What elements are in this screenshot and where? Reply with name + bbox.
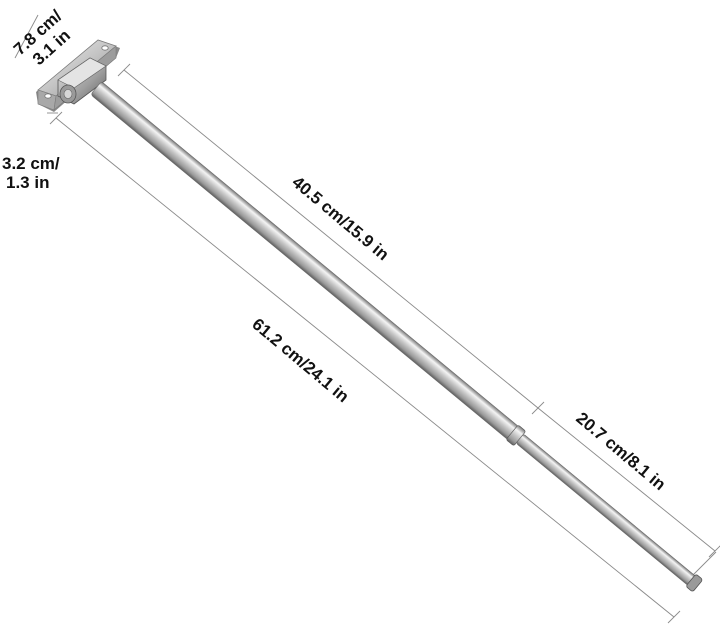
main-rod [91, 82, 521, 442]
base-width-label-line2: 1.3 in [6, 173, 49, 192]
inner-section-dimension-line [123, 69, 539, 409]
total-length-dimension-line [55, 117, 675, 618]
base-width-label-line1: 3.2 cm/ [2, 154, 60, 173]
screw-hole-icon [101, 45, 109, 51]
total-length-label: 61.2 cm/24.1 in [248, 315, 352, 407]
extension-label: 20.7 cm/8.1 in [572, 409, 669, 495]
extension-rod [516, 434, 696, 586]
towel-bar [36, 39, 703, 592]
extension-dimension-line [537, 407, 716, 552]
end-cap [686, 574, 703, 592]
hinge-block [57, 57, 107, 105]
screw-hole-icon [44, 93, 52, 99]
